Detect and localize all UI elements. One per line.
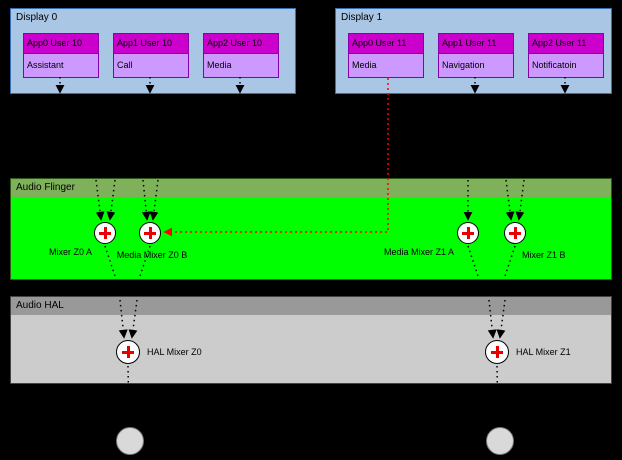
display1-app0-label: Media <box>349 54 423 77</box>
display1-app1-label: Navigation <box>439 54 513 77</box>
audio-hal-title: Audio HAL <box>16 300 64 311</box>
display1-box: Display 1 App0 User 11 Media App1 User 1… <box>335 8 612 94</box>
mixer-z0a-circle <box>94 222 116 244</box>
hal-mixer-z0-circle <box>116 340 140 364</box>
mixer-plus-icon <box>122 346 134 358</box>
mixer-plus-icon <box>491 346 503 358</box>
mixer-z1b-circle <box>504 222 526 244</box>
audio-hal-band: Audio HAL <box>10 296 612 384</box>
display0-app1-box: App1 User 10 Call <box>113 33 189 78</box>
display1-app1-header: App1 User 11 <box>439 34 513 54</box>
media-mixer-z0b-label: Media Mixer Z0 B <box>116 250 188 260</box>
display1-title: Display 1 <box>341 12 383 23</box>
media-mixer-z0b-circle <box>139 222 161 244</box>
display1-app2-header: App2 User 11 <box>529 34 603 54</box>
hal-mixer-z1-circle <box>485 340 509 364</box>
display0-app2-header: App2 User 10 <box>204 34 278 54</box>
display0-app2-box: App2 User 10 Media <box>203 33 279 78</box>
display1-app1-box: App1 User 11 Navigation <box>438 33 514 78</box>
mixer-plus-icon <box>99 227 111 239</box>
display0-app0-label: Assistant <box>24 54 98 77</box>
speaker-z0-circle <box>116 427 144 455</box>
display0-app0-box: App0 User 10 Assistant <box>23 33 99 78</box>
mixer-plus-icon <box>462 227 474 239</box>
hal-mixer-z1-label: HAL Mixer Z1 <box>516 347 571 357</box>
mixer-z1b-label: Mixer Z1 B <box>522 250 566 260</box>
display0-app1-header: App1 User 10 <box>114 34 188 54</box>
display0-title: Display 0 <box>16 12 58 23</box>
audio-flinger-title: Audio Flinger <box>16 182 75 193</box>
mixer-z0a-label: Mixer Z0 A <box>48 247 92 257</box>
display0-app0-header: App0 User 10 <box>24 34 98 54</box>
display1-app2-box: App2 User 11 Notificatoin <box>528 33 604 78</box>
display0-box: Display 0 App0 User 10 Assistant App1 Us… <box>10 8 296 94</box>
mixer-plus-icon <box>509 227 521 239</box>
display1-app2-label: Notificatoin <box>529 54 603 77</box>
speaker-z1-circle <box>486 427 514 455</box>
audio-hal-header: Audio HAL <box>11 297 611 315</box>
audio-flinger-header: Audio Flinger <box>11 179 611 197</box>
media-mixer-z1a-circle <box>457 222 479 244</box>
mixer-plus-icon <box>144 227 156 239</box>
display0-app2-label: Media <box>204 54 278 77</box>
audio-hal-body <box>11 315 611 383</box>
display1-app0-header: App0 User 11 <box>349 34 423 54</box>
display0-app1-label: Call <box>114 54 188 77</box>
display1-app0-box: App0 User 11 Media <box>348 33 424 78</box>
hal-mixer-z0-label: HAL Mixer Z0 <box>147 347 202 357</box>
media-mixer-z1a-label: Media Mixer Z1 A <box>383 247 454 257</box>
